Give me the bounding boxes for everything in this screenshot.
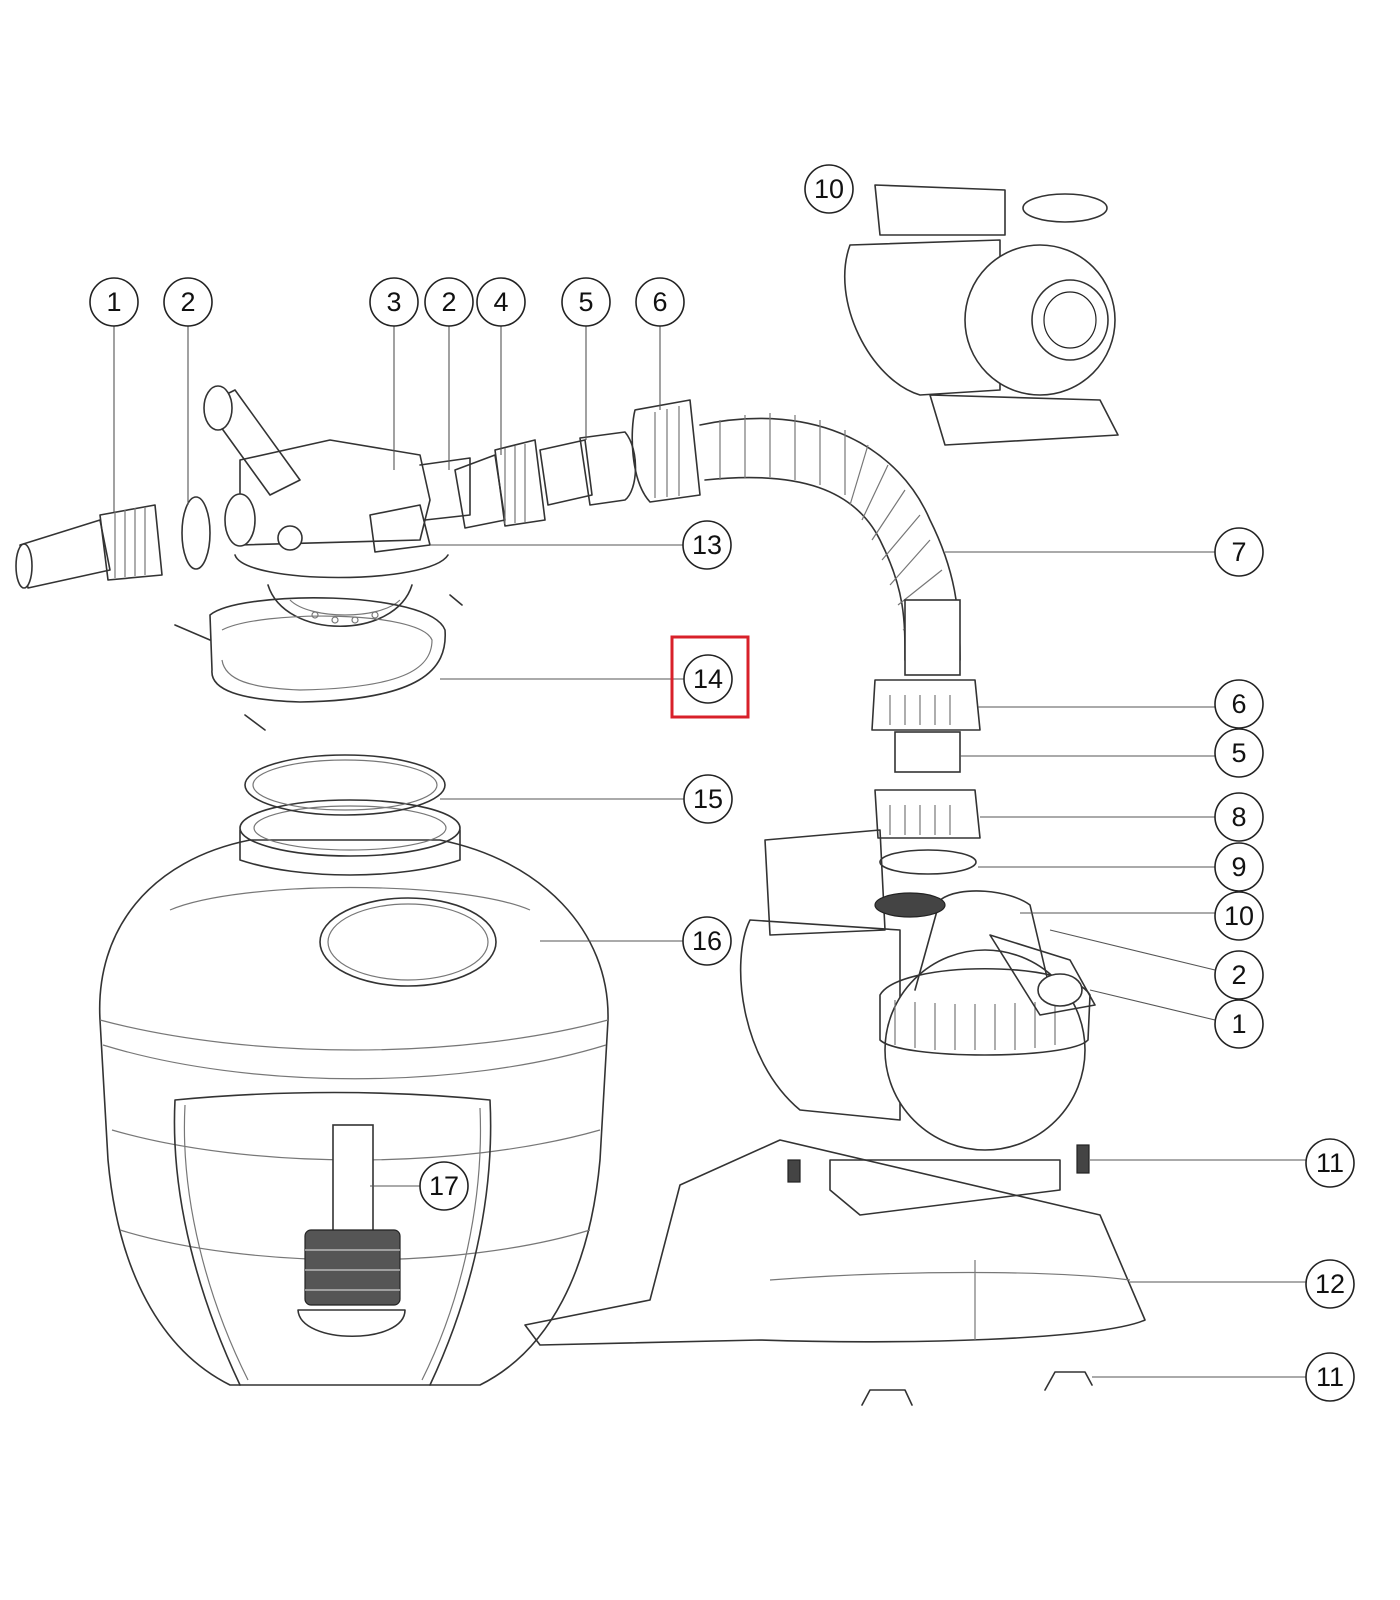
svg-text:17: 17 (429, 1171, 459, 1201)
callout-4: 4 (476, 277, 526, 327)
svg-text:11: 11 (1316, 1148, 1344, 1178)
callout-3: 3 (369, 277, 419, 327)
callout-17: 17 (419, 1161, 469, 1211)
svg-text:9: 9 (1231, 852, 1246, 882)
callout-16: 16 (682, 916, 732, 966)
callout-11: 11 (1305, 1352, 1355, 1402)
callout-10: 10 (1214, 891, 1264, 941)
callout-5: 5 (1214, 728, 1264, 778)
svg-text:1: 1 (1231, 1009, 1246, 1039)
callout-11: 11 (1305, 1138, 1355, 1188)
svg-text:2: 2 (180, 287, 195, 317)
standpipe-laterals (297, 1124, 406, 1338)
svg-text:10: 10 (1224, 901, 1254, 931)
svg-text:13: 13 (692, 530, 722, 560)
svg-text:5: 5 (578, 287, 593, 317)
o-ring-15 (244, 754, 446, 816)
hose-adapter-left (15, 504, 163, 589)
callout-5: 5 (561, 277, 611, 327)
callout-10: 10 (804, 164, 854, 214)
callout-6: 6 (635, 277, 685, 327)
svg-text:2: 2 (1231, 960, 1246, 990)
o-ring-9 (879, 849, 977, 875)
callout-13: 13 (682, 520, 732, 570)
svg-text:6: 6 (1231, 689, 1246, 719)
pump-top (844, 184, 1119, 446)
svg-text:15: 15 (693, 784, 723, 814)
pump-base (524, 1139, 1146, 1406)
callout-1: 1 (1214, 999, 1264, 1049)
svg-text:12: 12 (1315, 1269, 1345, 1299)
multiport-valve (203, 385, 471, 628)
callout-15: 15 (683, 774, 733, 824)
svg-text:14: 14 (693, 664, 723, 694)
svg-text:16: 16 (692, 926, 722, 956)
svg-text:6: 6 (652, 287, 667, 317)
callout-2: 2 (424, 277, 474, 327)
hose (699, 413, 961, 676)
callout-7: 7 (1214, 527, 1264, 577)
clamp-ring (174, 594, 463, 731)
svg-text:5: 5 (1231, 738, 1246, 768)
top-connectors (454, 399, 701, 529)
pump-assembly (739, 829, 1096, 1216)
callout-14[interactable]: 14 (683, 654, 733, 704)
svg-text:3: 3 (386, 287, 401, 317)
union-fittings (871, 679, 981, 839)
o-ring-2-left (181, 496, 211, 570)
highlight-box (670, 635, 750, 719)
svg-text:1: 1 (106, 287, 121, 317)
callout-9: 9 (1214, 842, 1264, 892)
leader-lines (113, 326, 1306, 1378)
svg-text:8: 8 (1231, 802, 1246, 832)
callout-6: 6 (1214, 679, 1264, 729)
callout-1: 1 (89, 277, 139, 327)
svg-text:4: 4 (493, 287, 508, 317)
svg-text:2: 2 (441, 287, 456, 317)
svg-text:10: 10 (814, 174, 844, 204)
svg-text:11: 11 (1316, 1362, 1344, 1392)
callout-2: 2 (1214, 950, 1264, 1000)
callout-2: 2 (163, 277, 213, 327)
callout-12: 12 (1305, 1259, 1355, 1309)
svg-text:7: 7 (1231, 537, 1246, 567)
callout-8: 8 (1214, 792, 1264, 842)
